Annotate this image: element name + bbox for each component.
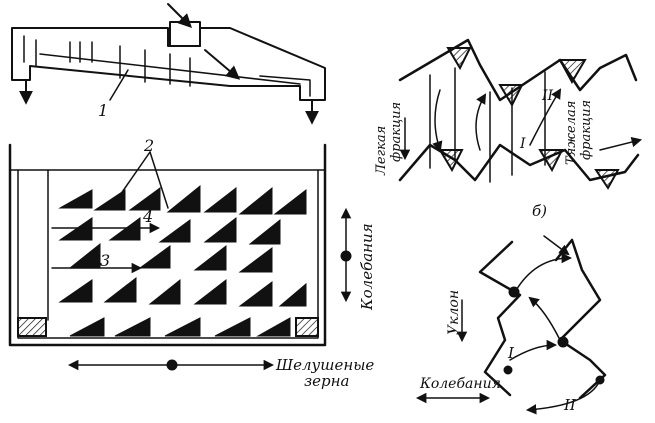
riffle: [166, 184, 201, 213]
flow-arc: [529, 88, 562, 146]
riffle: [68, 242, 101, 269]
corner-hatch-right: [295, 317, 319, 337]
label-4: 4: [142, 207, 153, 226]
riffle: [248, 218, 281, 245]
tooth-hatch: [538, 149, 564, 173]
label-roman-two: II: [541, 88, 554, 104]
riffle: [164, 317, 201, 337]
label-1: 1: [98, 101, 108, 120]
riffle: [58, 189, 93, 209]
tooth-hatch: [498, 84, 524, 108]
label-slope: Уклон: [446, 290, 462, 335]
machine-plan-view: 2 4 3 Колебания Шелушеные зерна: [8, 136, 376, 390]
tooth-hatch: [594, 169, 620, 190]
riffle: [273, 188, 307, 215]
label-bottom-two: II: [563, 396, 577, 414]
flow-arc: [514, 252, 573, 293]
label-panel-b: б): [532, 202, 547, 220]
panel-b: Легкая фракция Тяжелая фракция I II б): [374, 38, 643, 220]
tooth-hatch: [438, 149, 464, 173]
corner-hatch-left: [17, 317, 47, 337]
riffle: [58, 279, 93, 303]
leader-2a: [117, 151, 151, 199]
riffle: [203, 186, 237, 213]
feed-arrow: [167, 3, 192, 28]
heavy-fraction-arrow: [599, 136, 643, 151]
riffle-rows: [58, 184, 307, 337]
flow-arc: [528, 296, 561, 341]
label-hulled-2: зерна: [304, 372, 349, 390]
label-light-fraction-1: Легкая: [374, 126, 389, 176]
label-2: 2: [143, 136, 154, 155]
node-dot: [503, 365, 513, 375]
riffle: [214, 317, 251, 337]
flow-arc: [475, 93, 487, 151]
label-oscillation-vertical: Колебания: [358, 223, 376, 311]
riffle: [203, 216, 237, 243]
riffle: [238, 186, 273, 215]
riffle: [138, 245, 171, 269]
oscillation-dot: [340, 250, 352, 262]
label-3: 3: [100, 251, 110, 270]
flow-arrow: [204, 49, 241, 80]
riffle: [114, 317, 151, 337]
riffle: [158, 219, 191, 243]
label-bottom-one: I: [507, 344, 515, 362]
riffle: [108, 217, 141, 241]
riffle: [238, 281, 273, 307]
channel-wall-left: [478, 240, 522, 397]
riffle: [148, 278, 181, 305]
riffle: [278, 282, 307, 307]
label-light-fraction-2: фракция: [389, 102, 404, 162]
node-dot: [595, 375, 605, 385]
horizontal-dot: [166, 359, 178, 371]
riffle: [193, 244, 227, 271]
label-hulled-1: Шелушеные: [275, 356, 374, 374]
riffle: [128, 187, 161, 211]
node-dot: [508, 286, 520, 298]
riffle: [103, 276, 137, 303]
top-arrow: [543, 235, 570, 256]
flow-arc: [525, 379, 601, 415]
label-roman-one: I: [519, 136, 526, 152]
riffle: [58, 217, 93, 241]
riffle: [69, 317, 105, 337]
leader-1: [109, 69, 129, 101]
flow-arc: [432, 89, 443, 152]
zigzag-channel: Уклон I II Колебания: [415, 235, 607, 415]
label-oscillation-bottom: Колебания: [419, 376, 501, 392]
flow-arc: [509, 339, 558, 361]
leader-2b: [149, 151, 169, 209]
label-heavy-fraction-1: Тяжелая: [564, 101, 579, 165]
riffle: [256, 317, 291, 337]
label-heavy-fraction-2: фракция: [579, 100, 594, 160]
riffle: [93, 189, 126, 211]
tooth-hatch: [446, 47, 472, 71]
node-dot: [557, 336, 569, 348]
feed-hopper: [169, 21, 201, 47]
machine-side-view: 1: [11, 3, 326, 125]
riffle: [193, 278, 227, 305]
tooth-hatch: [558, 59, 587, 85]
riffle: [238, 247, 273, 273]
channel-wall-right: [554, 238, 607, 400]
